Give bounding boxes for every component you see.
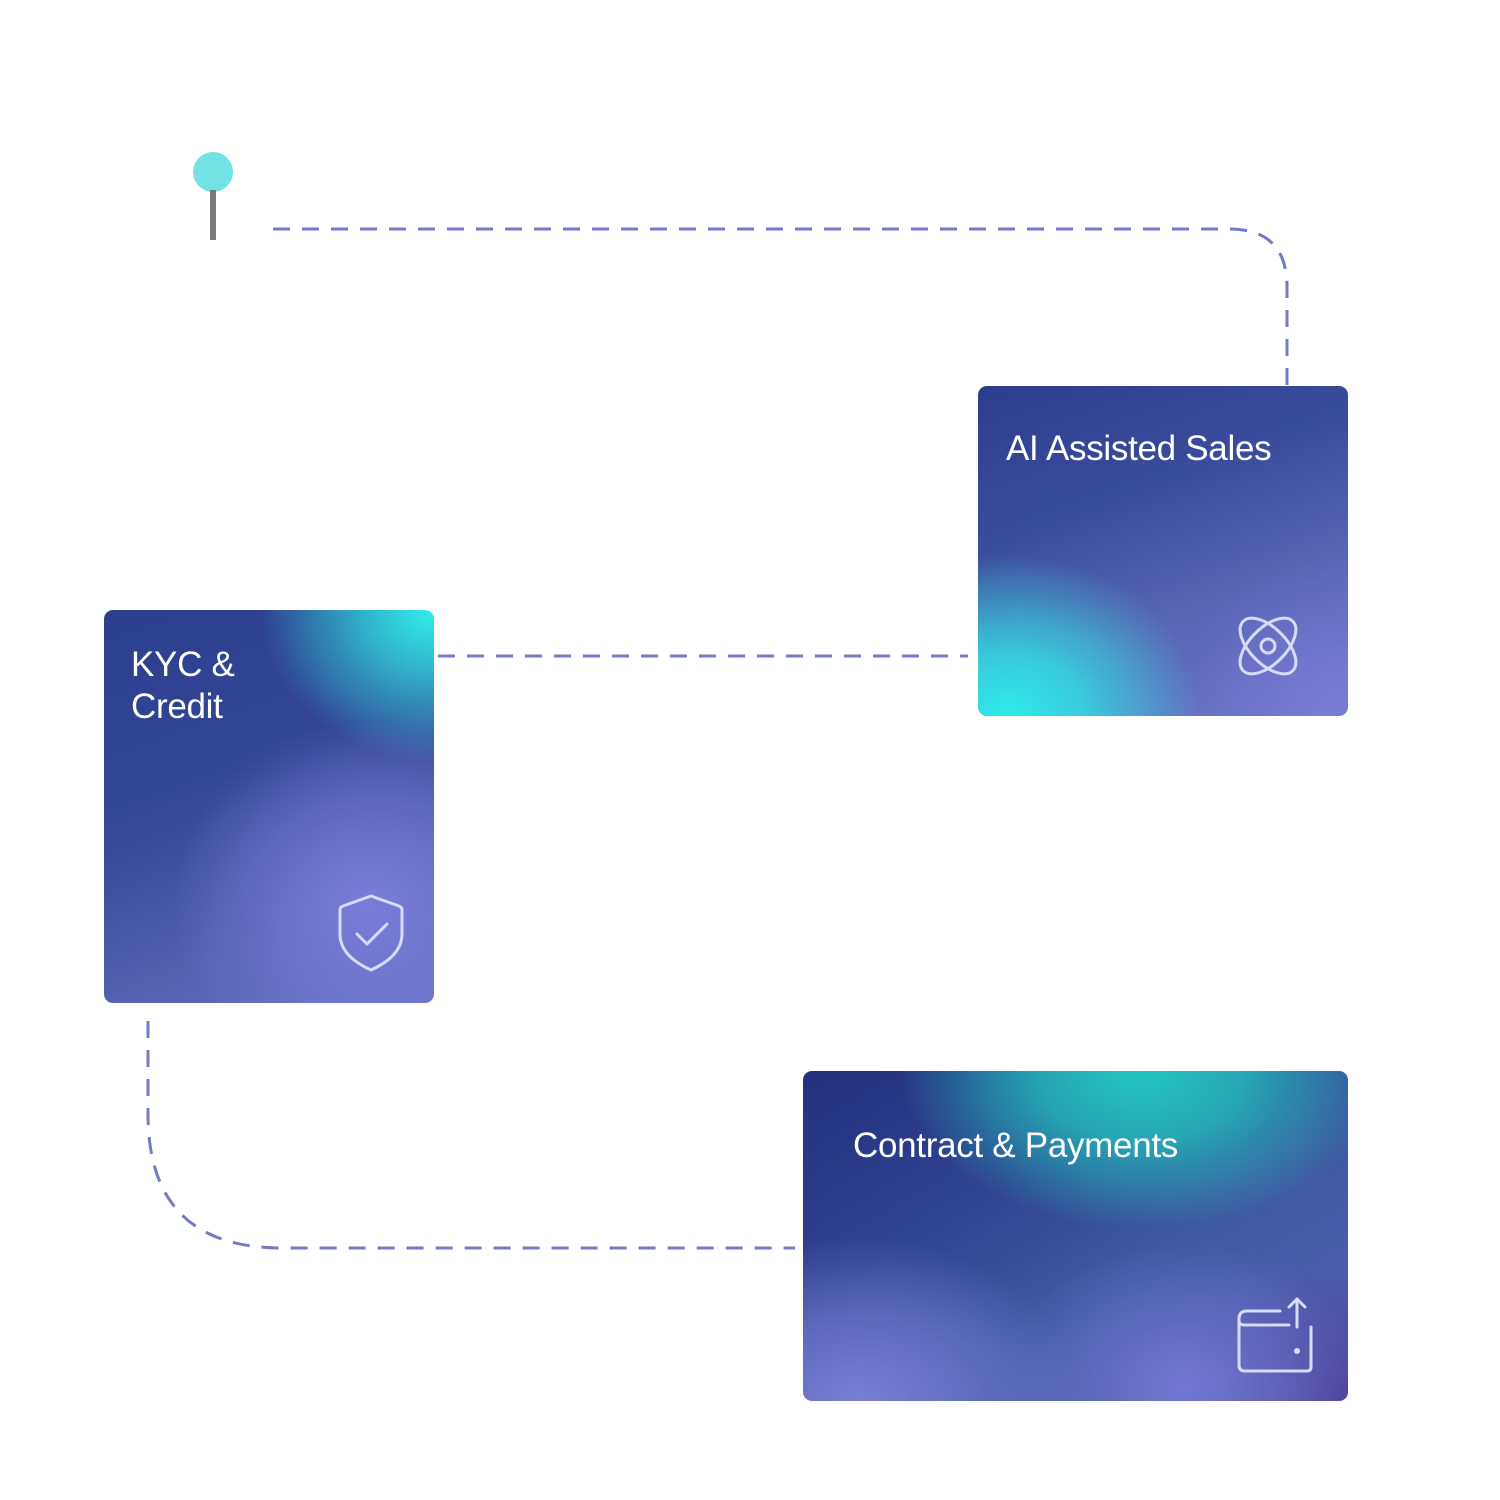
wallet-upload-icon bbox=[1233, 1293, 1317, 1377]
card-title-contract-payments: Contract & Payments bbox=[853, 1126, 1178, 1165]
start-pin bbox=[193, 152, 233, 242]
connector-kyc-to-contract bbox=[146, 1021, 795, 1250]
card-ai-assisted-sales[interactable]: AI Assisted Sales bbox=[978, 386, 1348, 716]
start-pin-stem bbox=[210, 190, 216, 240]
shield-check-icon bbox=[331, 890, 411, 976]
connector-start-to-ai bbox=[273, 227, 1289, 386]
start-pin-head bbox=[193, 152, 233, 192]
card-contract-payments[interactable]: Contract & Payments bbox=[803, 1071, 1348, 1401]
card-title-ai-assisted-sales: AI Assisted Sales bbox=[1006, 429, 1272, 468]
card-title-kyc-credit: KYC & Credit bbox=[131, 645, 235, 726]
card-kyc-credit[interactable]: KYC & Credit bbox=[104, 610, 434, 1003]
atom-icon bbox=[1228, 606, 1308, 686]
